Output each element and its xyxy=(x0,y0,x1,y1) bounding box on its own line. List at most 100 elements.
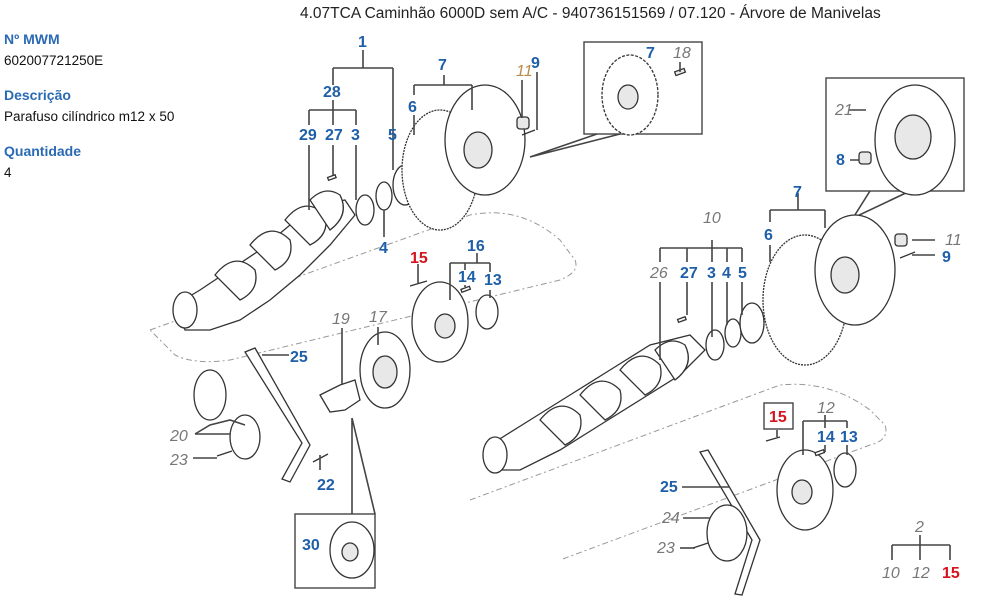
crankshaft-lower xyxy=(482,334,706,474)
diagram-title: 4.07TCA Caminhão 6000D sem A/C - 9407361… xyxy=(300,5,881,22)
description-label: Descrição xyxy=(4,87,71,103)
callout-23[interactable]: 23 xyxy=(169,452,188,469)
bushing-8 xyxy=(858,151,872,165)
quantity-value: 4 xyxy=(4,165,12,180)
detail-box-pointer xyxy=(529,133,621,158)
callout-10[interactable]: 10 xyxy=(703,210,721,227)
bolt-23-upper xyxy=(216,450,233,457)
bolt-15-lower xyxy=(765,436,781,442)
callout-9-lower[interactable]: 9 xyxy=(942,249,951,266)
cover-disc-24 xyxy=(706,504,748,562)
callout-11[interactable]: 11 xyxy=(516,63,533,80)
belt-25-lower xyxy=(698,449,761,596)
flywheel-hub-lower xyxy=(830,256,860,294)
callout-15[interactable]: 15 xyxy=(410,250,428,267)
bolt-9-lower xyxy=(899,251,916,259)
callout-24[interactable]: 24 xyxy=(661,510,680,527)
callout-8[interactable]: 8 xyxy=(836,152,845,169)
bushing-11-upper xyxy=(516,116,530,130)
description-value: Parafuso cilíndrico m12 x 50 xyxy=(4,109,175,124)
callout-27-lower[interactable]: 27 xyxy=(680,265,698,282)
callout-14[interactable]: 14 xyxy=(458,269,476,286)
callout-9[interactable]: 9 xyxy=(531,55,540,72)
damper-12-hub xyxy=(791,479,813,505)
detail-box-flywheel xyxy=(583,41,703,135)
callout-11-lower[interactable]: 11 xyxy=(945,232,962,249)
callout-17[interactable]: 17 xyxy=(369,309,388,326)
detail-box-pointer-3 xyxy=(351,417,376,515)
bolt-15-upper xyxy=(409,280,428,287)
pin-14-lower xyxy=(814,448,826,457)
part-number-value: 602007721250E xyxy=(4,53,104,68)
seal-13-upper xyxy=(475,294,499,330)
callout-23-lower[interactable]: 23 xyxy=(656,540,675,557)
leader-lines xyxy=(193,50,951,560)
callout-3[interactable]: 3 xyxy=(351,127,360,144)
callout-30[interactable]: 30 xyxy=(302,537,320,554)
callout-21[interactable]: 21 xyxy=(834,102,853,119)
callout-19[interactable]: 19 xyxy=(332,311,350,328)
callout-5-lower[interactable]: 5 xyxy=(738,265,747,282)
damper-hub xyxy=(434,313,456,339)
callout-2[interactable]: 2 xyxy=(914,519,924,536)
group-outline-lower xyxy=(469,383,887,561)
part-details-panel: Nº MWM 602007721250E Descrição Parafuso … xyxy=(4,30,244,198)
callout-4[interactable]: 4 xyxy=(379,240,388,257)
callout-10-legend[interactable]: 10 xyxy=(882,565,900,582)
callout-7-lower[interactable]: 7 xyxy=(793,184,802,201)
callout-6-lower[interactable]: 6 xyxy=(764,227,773,244)
crankshaft-upper xyxy=(172,190,356,331)
callout-26[interactable]: 26 xyxy=(649,265,668,282)
detail-box-hub-30 xyxy=(294,513,376,589)
o-ring-4-upper xyxy=(375,181,393,211)
callout-25-lower[interactable]: 25 xyxy=(660,479,678,496)
flywheel-hub-upper xyxy=(463,131,493,169)
callout-5[interactable]: 5 xyxy=(388,127,397,144)
pin-27-upper xyxy=(326,173,337,182)
quantity-label: Quantidade xyxy=(4,143,82,159)
callout-4-lower[interactable]: 4 xyxy=(722,265,731,282)
group-outline-upper xyxy=(149,212,577,363)
highlight-box-15 xyxy=(763,402,794,430)
callout-6[interactable]: 6 xyxy=(408,99,417,116)
bolt-9-upper xyxy=(521,129,536,136)
detail-box-pointer-2 xyxy=(850,190,911,220)
callout-14-lower[interactable]: 14 xyxy=(817,429,835,446)
cover-disc-20 xyxy=(193,369,227,421)
bearing-3-upper xyxy=(355,194,375,226)
hub-19 xyxy=(319,379,361,413)
belt-25-upper xyxy=(244,347,311,483)
sleeve-5-lower xyxy=(739,302,765,344)
callout-29[interactable]: 29 xyxy=(299,127,317,144)
dual-flywheel-hub xyxy=(894,114,932,160)
callout-3-lower[interactable]: 3 xyxy=(707,265,716,282)
pulley-17-hub xyxy=(372,355,398,389)
callout-27[interactable]: 27 xyxy=(325,127,343,144)
callout-16[interactable]: 16 xyxy=(467,238,485,255)
detail-box-dual-flywheel xyxy=(825,77,965,192)
callout-7-detail[interactable]: 7 xyxy=(646,45,655,62)
pin-14-upper xyxy=(460,285,472,294)
callout-22[interactable]: 22 xyxy=(317,477,335,494)
callout-20[interactable]: 20 xyxy=(169,428,188,445)
tensioner-pulley-20 xyxy=(229,414,261,460)
callout-15-legend[interactable]: 15 xyxy=(942,565,960,582)
callout-13[interactable]: 13 xyxy=(484,272,502,289)
part-number-label: Nº MWM xyxy=(4,31,60,47)
bushing-11-lower xyxy=(894,233,908,247)
pin-27-lower xyxy=(676,315,687,324)
callout-7[interactable]: 7 xyxy=(438,57,447,74)
callout-15-highlighted[interactable]: 15 xyxy=(769,409,787,426)
callout-12-legend[interactable]: 12 xyxy=(912,565,930,582)
hub-30-shaft xyxy=(341,542,359,562)
seal-13-lower xyxy=(833,452,857,488)
bearing-3-lower xyxy=(705,329,725,361)
callout-25[interactable]: 25 xyxy=(290,349,308,366)
callout-18[interactable]: 18 xyxy=(673,45,691,62)
callout-13-lower[interactable]: 13 xyxy=(840,429,858,446)
bolt-23-lower xyxy=(692,542,709,549)
callout-28[interactable]: 28 xyxy=(323,84,341,101)
callout-1[interactable]: 1 xyxy=(358,34,367,51)
callout-12[interactable]: 12 xyxy=(817,400,835,417)
